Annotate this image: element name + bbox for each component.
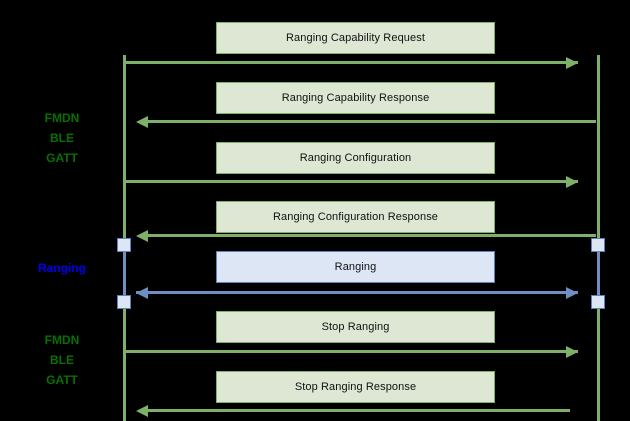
lifeline-left-ranging: [123, 241, 126, 309]
message-arrow-line-3: [126, 180, 578, 183]
message-arrow-head-left-5: [136, 286, 148, 299]
message-label: Stop Ranging: [321, 320, 390, 333]
phase-label-line: BLE: [50, 353, 74, 367]
phase-label-line: GATT: [46, 151, 78, 165]
message-arrow-head-right-6: [566, 345, 578, 358]
message-arrow-head-left-7: [136, 404, 148, 417]
message-label: Ranging: [334, 260, 377, 273]
message-arrow-head-right-5: [566, 286, 578, 299]
phase-label-line: BLE: [50, 131, 74, 145]
message-arrow-head-right-3: [566, 175, 578, 188]
message-box-ranging: Ranging: [216, 251, 495, 283]
message-box-ranging-capability-response: Ranging Capability Response: [216, 82, 495, 114]
message-arrow-line-6: [126, 350, 578, 353]
message-box-ranging-configuration: Ranging Configuration: [216, 142, 495, 174]
message-box-stop-ranging-response: Stop Ranging Response: [216, 371, 495, 403]
phase-label-fmdn-top: FMDN BLE GATT: [14, 108, 110, 168]
activation-box-left-start: [117, 238, 131, 252]
phase-label-line: FMDN: [44, 111, 80, 125]
message-arrow-line-2: [148, 120, 596, 123]
lifeline-right-ranging: [597, 241, 600, 309]
phase-label-line: FMDN: [44, 333, 80, 347]
lifeline-left-lower: [123, 309, 126, 421]
lifeline-left-upper: [123, 55, 126, 241]
message-arrow-head-left-2: [136, 115, 148, 128]
activation-box-right-start: [591, 238, 605, 252]
message-arrow-line-4: [148, 234, 596, 237]
message-label: Ranging Capability Request: [286, 31, 425, 44]
lifeline-right-upper: [597, 55, 600, 241]
message-arrow-head-right-1: [566, 56, 578, 69]
activation-box-right-end: [591, 295, 605, 309]
message-label: Ranging Configuration Response: [272, 210, 439, 223]
phase-label-line: GATT: [46, 373, 78, 387]
message-box-ranging-configuration-response: Ranging Configuration Response: [216, 201, 495, 233]
message-box-ranging-capability-request: Ranging Capability Request: [216, 22, 495, 54]
message-arrow-head-left-4: [136, 229, 148, 242]
lifeline-right-lower: [597, 309, 600, 421]
phase-label-fmdn-bottom: FMDN BLE GATT: [14, 330, 110, 390]
message-label: Ranging Capability Response: [281, 91, 430, 104]
message-label: Stop Ranging Response: [294, 380, 417, 393]
message-label: Ranging Configuration: [299, 151, 412, 164]
phase-label-line: Ranging: [38, 261, 86, 275]
message-arrow-line-7: [148, 409, 570, 412]
message-box-stop-ranging: Stop Ranging: [216, 311, 495, 343]
message-arrow-line-1: [126, 61, 578, 64]
activation-box-left-end: [117, 295, 131, 309]
phase-label-ranging: Ranging: [14, 258, 110, 278]
message-arrow-line-5: [136, 291, 578, 294]
